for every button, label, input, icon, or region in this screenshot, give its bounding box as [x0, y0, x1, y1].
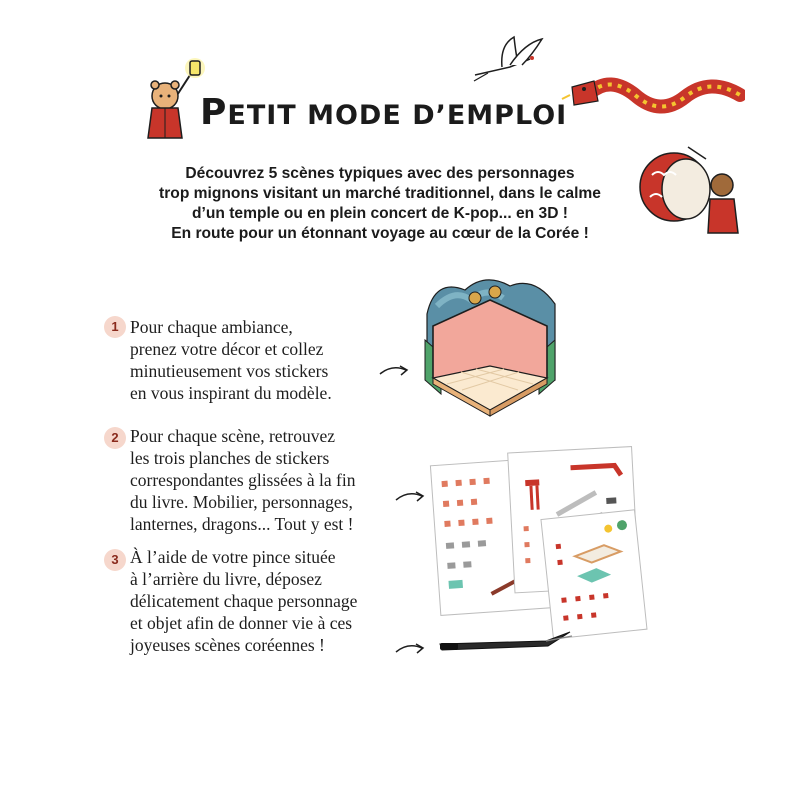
- step-line: à l’arrière du livre, déposez: [130, 569, 322, 589]
- step-line: À l’aide de votre pince située: [130, 547, 336, 567]
- step-line: du livre. Mobilier, personnages,: [130, 492, 353, 512]
- intro-line: Découvrez 5 scènes typiques avec des per…: [185, 165, 575, 182]
- step-3-text: À l’aide de votre pince située à l’arriè…: [130, 546, 357, 656]
- title-rest: ETIT MODE D’EMPLOI: [227, 100, 568, 131]
- title-initial: P: [200, 92, 228, 133]
- step-line: en vous inspirant du modèle.: [130, 383, 332, 403]
- step-1-text: Pour chaque ambiance, prenez votre décor…: [130, 316, 332, 404]
- intro-line: En route pour un étonnant voyage au cœur…: [171, 225, 589, 242]
- intro-paragraph: Découvrez 5 scènes typiques avec des per…: [120, 164, 640, 244]
- step-line: et objet afin de donner vie à ces: [130, 613, 353, 633]
- isometric-scene-illustration: [415, 270, 565, 418]
- step-line: Pour chaque ambiance,: [130, 317, 293, 337]
- step-line: minutieusement vos stickers: [130, 361, 329, 381]
- step-2-arrow-icon: [394, 488, 426, 504]
- step-line: lanternes, dragons... Tout y est !: [130, 514, 354, 534]
- step-1-arrow-icon: [378, 362, 410, 378]
- step-line: correspondantes glissées à la fin: [130, 470, 356, 490]
- drum-and-bear-illustration: [636, 145, 748, 245]
- step-1-number-badge: 1: [104, 316, 126, 338]
- step-3-number-badge: 3: [104, 549, 126, 571]
- intro-line: d’un temple ou en plein concert de K-pop…: [191, 205, 568, 222]
- step-line: Pour chaque scène, retrouvez: [130, 426, 336, 446]
- step-2-number-badge: 2: [104, 427, 126, 449]
- tweezers-illustration: [436, 628, 576, 656]
- step-2-text: Pour chaque scène, retrouvez les trois p…: [130, 425, 355, 535]
- crane-bird-illustration: [470, 35, 550, 85]
- step-line: joyeuses scènes coréennes !: [130, 635, 325, 655]
- step-line: prenez votre décor et collez: [130, 339, 324, 359]
- step-3-arrow-icon: [394, 640, 426, 656]
- red-dragon-illustration: [560, 65, 745, 125]
- sticker-sheets-illustration: [428, 444, 648, 644]
- bear-with-lantern-illustration: [140, 58, 206, 144]
- intro-line: trop mignons visitant un marché traditio…: [159, 185, 601, 202]
- page-title: PETIT MODE D’EMPLOI: [200, 92, 570, 133]
- step-line: les trois planches de stickers: [130, 448, 330, 468]
- step-line: délicatement chaque personnage: [130, 591, 358, 611]
